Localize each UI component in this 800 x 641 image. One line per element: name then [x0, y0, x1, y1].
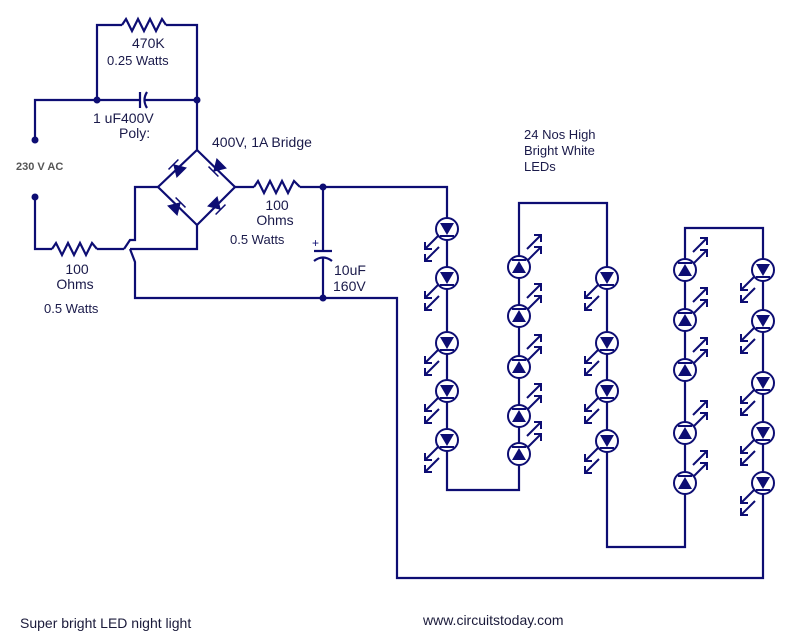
c2-voltage-label: 160V — [333, 278, 366, 294]
diagram-title: Super bright LED night light — [20, 615, 192, 631]
light-emission-arrows-icon — [584, 348, 600, 376]
bridge-outline — [156, 148, 237, 227]
light-emission-arrows-icon — [740, 388, 756, 416]
light-emission-arrows-icon — [424, 445, 440, 473]
wire-bridge-bottom — [130, 225, 199, 251]
led — [507, 421, 542, 466]
led — [673, 237, 708, 282]
leds-label-line1: 24 Nos High — [524, 127, 596, 142]
led — [673, 400, 708, 445]
light-emission-arrows-icon — [740, 488, 756, 516]
led — [507, 383, 542, 428]
led — [424, 331, 459, 376]
r3-power-label: 0.5 Watts — [44, 301, 99, 316]
light-emission-arrows-icon — [424, 396, 440, 424]
light-emission-arrows-icon — [584, 283, 600, 311]
light-emission-arrows-icon — [692, 337, 708, 365]
bridge-label: 400V, 1A Bridge — [212, 134, 312, 150]
light-emission-arrows-icon — [526, 334, 542, 362]
led — [673, 337, 708, 382]
wire-to-leds — [300, 185, 449, 215]
led — [740, 421, 775, 466]
light-emission-arrows-icon — [526, 421, 542, 449]
light-emission-arrows-icon — [584, 446, 600, 474]
light-emission-arrows-icon — [526, 383, 542, 411]
led — [584, 379, 619, 424]
led — [424, 217, 459, 262]
c1-value-label: 1 uF400V — [93, 110, 154, 126]
light-emission-arrows-icon — [740, 275, 756, 303]
c1-type-label: Poly: — [119, 125, 151, 141]
leds-label-line2: Bright White — [524, 143, 595, 158]
led — [740, 258, 775, 303]
wire-crossover — [123, 185, 158, 250]
led — [424, 266, 459, 311]
r1-power-label: 0.25 Watts — [107, 53, 169, 68]
resistor-100-ac — [51, 240, 98, 258]
wire-ac-bottom — [33, 197, 52, 251]
light-emission-arrows-icon — [740, 326, 756, 354]
r2-power-label: 0.5 Watts — [230, 232, 285, 247]
led — [584, 331, 619, 376]
light-emission-arrows-icon — [424, 283, 440, 311]
leds-label-line3: LEDs — [524, 159, 556, 174]
r2-value-label: 100 — [265, 197, 289, 213]
light-emission-arrows-icon — [584, 396, 600, 424]
c2-value-label: 10uF — [334, 262, 366, 278]
light-emission-arrows-icon — [424, 234, 440, 262]
led — [740, 471, 775, 516]
wire-r1-left — [95, 23, 122, 100]
r3-unit-label: Ohms — [56, 276, 94, 292]
r3-value-label: 100 — [65, 261, 89, 277]
resistor-100-out — [253, 178, 301, 196]
wire-r1-right — [166, 23, 199, 100]
light-emission-arrows-icon — [424, 348, 440, 376]
light-emission-arrows-icon — [526, 283, 542, 311]
led — [424, 379, 459, 424]
light-emission-arrows-icon — [740, 438, 756, 466]
led — [424, 428, 459, 473]
r2-unit-label: Ohms — [256, 212, 294, 228]
led — [740, 371, 775, 416]
bridge-diode-3 — [167, 196, 187, 216]
led — [507, 234, 542, 279]
bridge-diode-4 — [207, 196, 227, 216]
led — [507, 283, 542, 328]
cap-plus-sign: + — [312, 236, 319, 250]
capacitor-1uf-curve — [143, 91, 148, 109]
led — [673, 287, 708, 332]
wire-ac-top — [33, 98, 140, 140]
r1-value-label: 470K — [132, 35, 165, 51]
resistor-470k — [121, 16, 167, 34]
source-label: 230 V AC — [16, 161, 64, 173]
led — [507, 334, 542, 379]
wire-col1 — [323, 201, 765, 580]
led — [584, 429, 619, 474]
led — [740, 309, 775, 354]
led — [673, 450, 708, 495]
light-emission-arrows-icon — [692, 450, 708, 478]
light-emission-arrows-icon — [692, 287, 708, 315]
bridge-diode-1 — [167, 158, 187, 178]
led — [584, 266, 619, 311]
light-emission-arrows-icon — [526, 234, 542, 262]
light-emission-arrows-icon — [692, 237, 708, 265]
bridge-diode-2 — [207, 158, 227, 178]
wire-return — [128, 248, 323, 300]
website-link[interactable]: www.circuitstoday.com — [423, 612, 564, 628]
light-emission-arrows-icon — [692, 400, 708, 428]
